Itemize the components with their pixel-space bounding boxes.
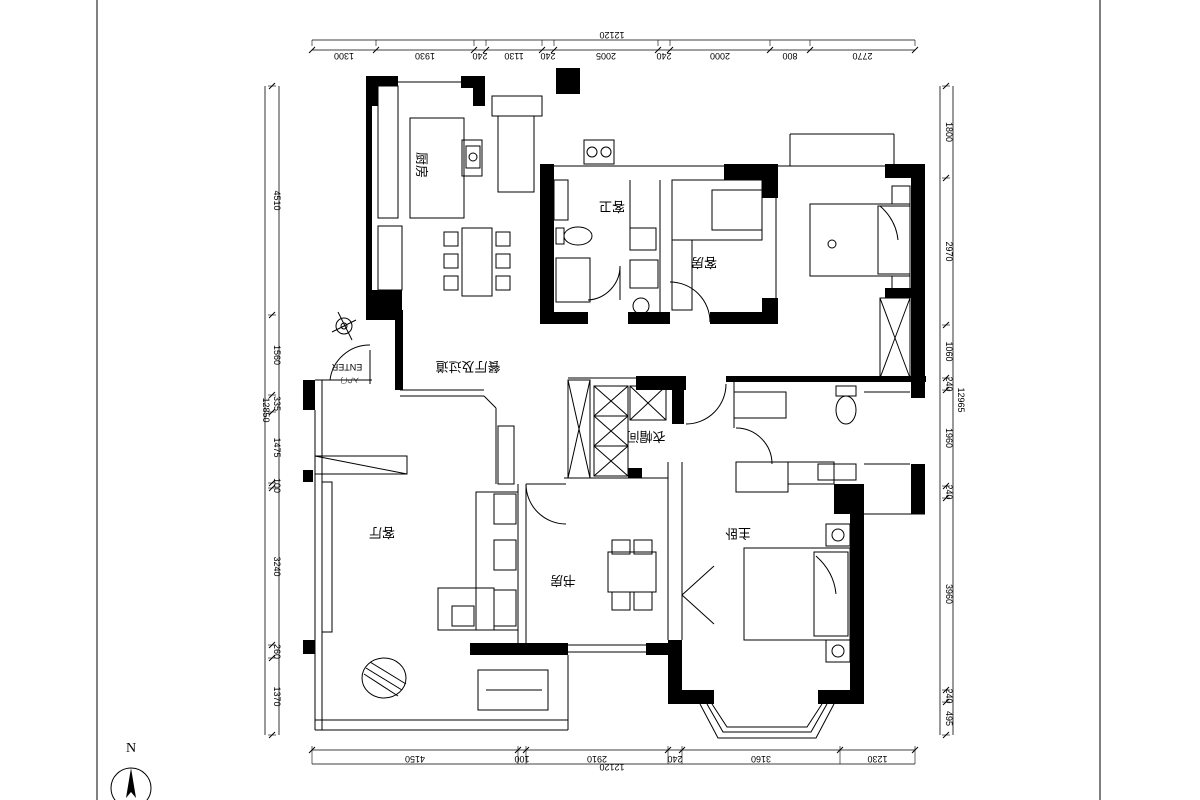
dimension-label: 4510 [272,190,282,210]
dimension-label: 240 [540,51,555,61]
room-label-dining-corridor: 餐厅及过道 [435,358,500,374]
living-room-furniture [314,455,567,711]
master-bedroom-furniture [681,523,851,663]
dimension-label: 100 [272,478,282,493]
dimension-tick [470,46,478,54]
dimension-label: 2970 [944,241,954,261]
room-label-guest-room: 客房 [691,254,717,270]
dimension-tick [372,46,380,54]
walls [303,68,926,731]
dimension-label: 1370 [272,686,282,706]
dimension-label: 100 [514,754,529,764]
dimension-label: 240 [944,376,954,391]
dimension-label: 3160 [751,754,771,764]
dimension-label: 3240 [272,556,282,576]
dimension-label: 240 [667,754,682,764]
dimension-label: 495 [944,711,954,726]
room-label-master-bedroom: 主卧 [725,525,751,540]
dimension-label: 335 [272,396,282,411]
room-label-kitchen: 厨房 [413,152,429,178]
top-overall-dimension: 12120 [599,30,624,40]
dimension-label: 4150 [405,754,425,764]
entry-label: ENTER [331,362,362,372]
left-dimension-chain: 12850 4510 1560 335 1475 100 3240 260 1370 [261,82,282,739]
study-furniture [607,539,657,611]
right-dimension-chain: 12965 1800 2970 1060 240 1960 240 3960 240 495 [939,82,966,739]
dimension-label: 240 [944,484,954,499]
dimension-tick [806,46,814,54]
top-dimension-chain: 12120 1300 1930 240 1130 240 2005 240 2000 800 27… [308,30,919,61]
dimension-label: 240 [472,51,487,61]
dimension-tick [538,46,546,54]
dimension-label: 2910 [587,754,607,764]
room-label-living-room: 客厅 [369,524,395,540]
room-label-study: 书房 [550,572,576,588]
dimension-label: 1560 [272,345,282,365]
dimension-label: 800 [782,51,797,61]
dimension-label: 2770 [852,51,872,61]
guest-bath-fixtures [553,179,661,315]
dimension-label: 240 [656,51,671,61]
dimension-label: 1930 [415,51,435,61]
dimension-label: 1230 [867,754,887,764]
right-bedroom-furniture [775,180,911,379]
dimension-label: 1060 [944,341,954,361]
north-arrow-icon [126,768,136,798]
dimension-label: 1130 [504,51,523,61]
dimension-tick [911,46,919,54]
dimension-label: 2000 [710,51,730,61]
guest-room-furniture [669,179,763,323]
dimension-label: 1960 [944,428,954,448]
dimension-label: 1300 [334,51,354,61]
cloakroom-furniture [567,379,727,479]
left-overall-dimension: 12850 [261,397,271,422]
bottom-overall-dimension: 12120 [599,762,624,772]
room-label-cloakroom: 衣帽间 [626,428,665,444]
right-overall-dimension: 12965 [956,387,966,412]
dimension-label: 1800 [944,122,954,142]
kitchen-furniture [377,85,615,297]
entry-ornament-icon [331,311,357,341]
room-labels: 厨房 客卫 客房 餐厅及过道 衣帽间 客厅 书房 主卧 ENTER 入户门 [331,152,751,588]
master-bath-fixtures [733,382,910,493]
dimension-tick [766,46,774,54]
entry-door-label: 入户门 [341,376,359,384]
room-label-guest-bath: 客卫 [599,198,625,214]
north-compass: N [110,741,152,800]
dimension-tick [550,46,558,54]
dimension-label: 240 [944,688,954,703]
dimension-tick [666,46,674,54]
dimension-tick [308,46,316,54]
dimension-label: 1475 [272,437,282,457]
bottom-dimension-chain: 12120 4150 100 2910 240 3160 1230 [308,746,919,772]
compass-north-label: N [126,741,136,756]
dimension-label: 2005 [596,51,616,61]
dimension-tick [482,46,490,54]
dimension-tick [654,46,662,54]
dimension-label: 260 [272,644,282,659]
dimension-label: 3960 [944,584,954,604]
